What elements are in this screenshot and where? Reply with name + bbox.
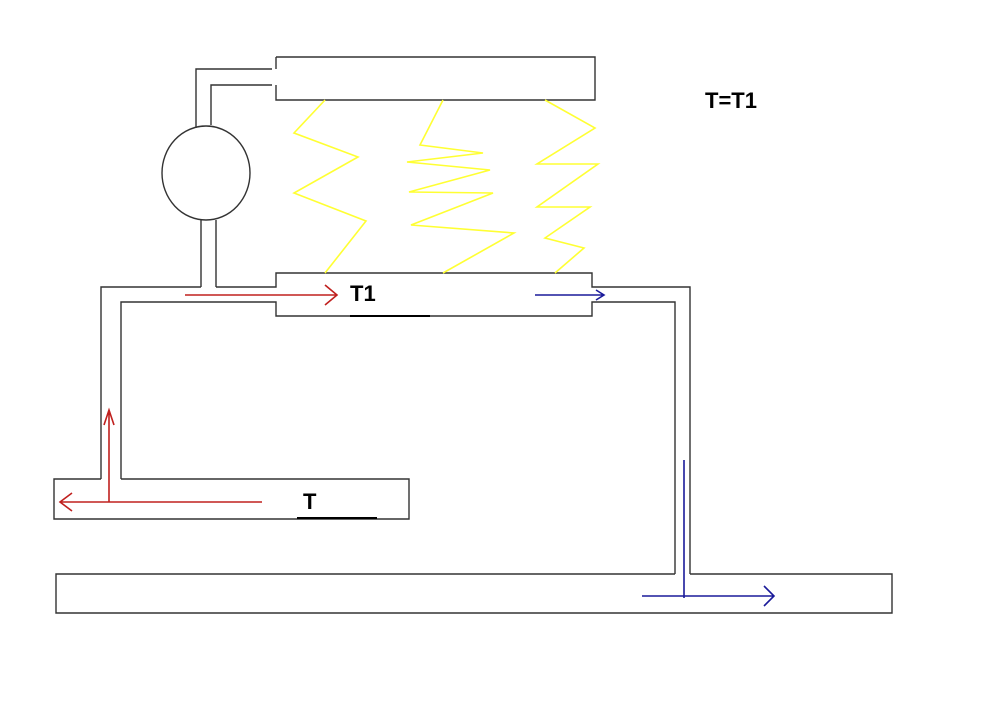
- arrow-right-icon: [185, 284, 339, 306]
- tank-t: [53, 478, 410, 520]
- equation-label: T=T1: [705, 88, 757, 113]
- arrow-right-icon: [535, 289, 606, 301]
- tank-t-label: T: [303, 489, 317, 514]
- pump-circle: [161, 125, 251, 221]
- arrow-left-icon: [58, 492, 262, 512]
- hot-flow-arrows: [58, 284, 339, 512]
- coil-2: [406, 99, 517, 274]
- left-riser-pipe: [100, 272, 691, 574]
- top-tank: [275, 56, 596, 101]
- tank-t1-label: T1: [350, 281, 376, 306]
- bottom-tank: [55, 573, 893, 614]
- heat-coils: [292, 99, 601, 274]
- cold-flow-arrows: [535, 289, 776, 607]
- coil-1: [292, 99, 368, 274]
- coil-3: [534, 99, 601, 274]
- pump-inlet-pipe: [200, 220, 217, 287]
- pump-outlet-pipe: [195, 68, 272, 128]
- arrow-up-icon: [103, 407, 115, 502]
- arrow-right-icon: [642, 585, 776, 607]
